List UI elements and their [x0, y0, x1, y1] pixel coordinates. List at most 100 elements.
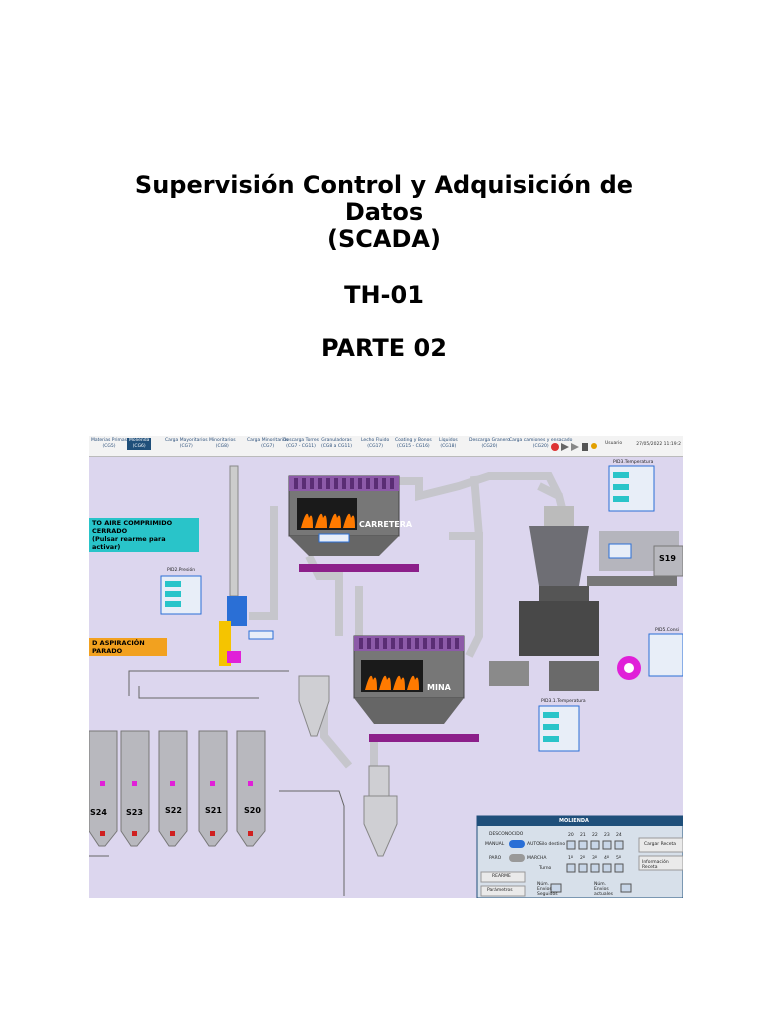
nav-tab-10[interactable]: Descarga Granero(CG20): [469, 438, 510, 450]
nav-tab-4[interactable]: Carga Minoritarios(CG7): [247, 438, 288, 450]
nav-tab-1[interactable]: Molienda(CG6): [127, 438, 152, 450]
nav-tab-sub: (CG7): [261, 444, 275, 449]
pid-temp2-label: PID3.1.Temperatura: [541, 699, 586, 704]
toolbar-icons: [549, 439, 599, 458]
kiln-mina-label: MINA: [427, 683, 451, 692]
silo-number: 23: [604, 833, 610, 838]
parametros-button[interactable]: Parámetros: [487, 888, 513, 893]
silo-label-s24: S24: [90, 808, 107, 817]
nav-tab-label: Descarga Granero: [469, 438, 510, 443]
nav-tab-sub: (CG7 - CG11): [286, 444, 316, 449]
nav-tab-sub: (CG6): [132, 444, 146, 449]
speaker-icon: [571, 443, 579, 451]
nav-tab-label: Descarga Torres: [283, 438, 319, 443]
nav-tab-sub: (CG18): [440, 444, 457, 449]
silo-number: 21: [580, 833, 586, 838]
turn-number: 1º: [568, 856, 573, 861]
user-label[interactable]: Usuario: [605, 441, 623, 446]
document-code: TH-01: [344, 281, 424, 309]
nav-tab-2[interactable]: Carga Mayoritarios(CG7): [165, 438, 208, 450]
pid-pressure-label: PID2.Presión: [167, 568, 196, 573]
molienda-panel: [476, 815, 683, 898]
nav-tab-sub: (CG8): [215, 444, 229, 449]
datetime-label: 27/05/2022 11:19:2: [636, 442, 681, 447]
silo-label-s21: S21: [205, 806, 222, 815]
rearme-button[interactable]: REARME: [492, 874, 511, 879]
thin-pipes: [89, 670, 345, 896]
kiln-carretera: [288, 475, 419, 572]
alarm-air-line-2: (Pulsar rearme para activar): [92, 535, 166, 551]
title-line-2: Datos: [344, 198, 424, 226]
nav-tab-label: Líquidos: [439, 438, 458, 443]
nav-tab-sub: (CG5): [102, 444, 116, 449]
fire-icon: [365, 675, 419, 690]
silo-label-s20: S20: [244, 806, 261, 815]
nav-tab-sub: (CG17): [367, 444, 384, 449]
panel-title: MOLIENDA: [559, 818, 589, 824]
kiln-mina: [353, 635, 479, 742]
alarm-air-line-1: TO AIRE COMPRIMIDO CERRADO: [92, 519, 173, 535]
scada-screenshot: Materias Primas(CG5)Molienda(CG6)Carga M…: [89, 436, 683, 898]
panel-marcha: MARCHA: [527, 856, 547, 861]
kiln-carretera-label: CARRETERA: [359, 520, 413, 529]
panel-envios-actuales: Núm. Envios actuales: [594, 882, 613, 897]
nav-tab-3[interactable]: Minoritarios(CG8): [209, 438, 236, 450]
cargar-receta-button[interactable]: Cargar Receta: [644, 842, 677, 847]
silo-number: 22: [592, 833, 598, 838]
document-title: Supervisión Control y Adquisición de Dat…: [0, 172, 768, 253]
nav-tab-sub: (CG7): [179, 444, 193, 449]
alarm-air-banner[interactable]: TO AIRE COMPRIMIDO CERRADO (Pulsar rearm…: [89, 518, 199, 552]
nav-tab-5[interactable]: Descarga Torres(CG7 - CG11): [283, 438, 319, 450]
turn-number: 2º: [580, 856, 585, 861]
nav-tab-sub: (CG8 a CG11): [321, 444, 352, 449]
nav-tab-6[interactable]: Granuladoras(CG8 a CG11): [321, 438, 352, 450]
nav-tab-label: Carga Minoritarios: [247, 438, 289, 443]
panel-envios-seguidos: Núm. Envios Seguidos: [537, 882, 558, 897]
nav-tab-0[interactable]: Materias Primas(CG5): [91, 438, 127, 450]
nav-tab-7[interactable]: Lecho Fluido(CG17): [361, 438, 389, 450]
process-diagram: [89, 465, 683, 898]
nav-tab-9[interactable]: Líquidos(CG18): [439, 438, 458, 450]
silo-row: [89, 730, 266, 847]
nav-tab-label: Molienda: [129, 438, 150, 443]
silo-label-s19: S19: [659, 554, 676, 563]
panel-silo-destino: Silo destino: [539, 842, 566, 847]
nav-tab-11[interactable]: Carga camiones y ensacado(CG20): [509, 438, 572, 450]
nav-tab-sub: (CG20): [532, 444, 549, 449]
panel-auto: AUTO: [527, 842, 540, 847]
turn-number: 5º: [616, 856, 621, 861]
silo-label-s22: S22: [165, 806, 182, 815]
turn-number: 4º: [604, 856, 609, 861]
nav-tab-label: Carga Mayoritarios: [165, 438, 208, 443]
title-line-3: (SCADA): [327, 225, 441, 253]
panel-manual: MANUAL: [485, 842, 505, 847]
title-line-1: Supervisión Control y Adquisición de: [134, 171, 634, 199]
pid-consig-label: PID5.Consi: [655, 628, 680, 633]
mill: [489, 506, 679, 691]
turn-number: 3º: [592, 856, 597, 861]
silo-number: 20: [568, 833, 574, 838]
lock-icon: [582, 443, 588, 451]
nav-tab-8[interactable]: Coating y Bonos(CG15 - CG16): [395, 438, 432, 450]
nav-tab-label: Granuladoras: [321, 438, 352, 443]
panel-paro: PARO: [489, 856, 502, 861]
panel-desconocido: DESCONOCIDO: [489, 832, 524, 837]
filter-duct: [219, 465, 247, 666]
user-icon: [591, 443, 597, 449]
alarm-suction-banner[interactable]: D ASPIRACIÓN PARADO: [89, 638, 167, 656]
nav-tab-label: Carga camiones y ensacado: [509, 438, 573, 443]
silo-label-s23: S23: [126, 808, 143, 817]
speaker-icon: [561, 443, 569, 451]
nav-tab-label: Minoritarios: [209, 438, 236, 443]
pid-temp-label: PID3.Temperatura: [613, 460, 654, 465]
silo-number: 24: [616, 833, 622, 838]
nav-tab-sub: (CG15 - CG16): [396, 444, 430, 449]
informacion-receta-button[interactable]: Información Receta: [642, 860, 669, 870]
scada-nav-bar: Materias Primas(CG5)Molienda(CG6)Carga M…: [89, 436, 683, 457]
nav-tab-sub: (CG20): [481, 444, 498, 449]
nav-tab-label: Coating y Bonos: [395, 438, 432, 443]
document-part: PARTE 02: [321, 334, 447, 362]
alarm-icon: [551, 443, 559, 451]
nav-tab-label: Materias Primas: [91, 438, 128, 443]
fire-icon: [301, 513, 355, 528]
